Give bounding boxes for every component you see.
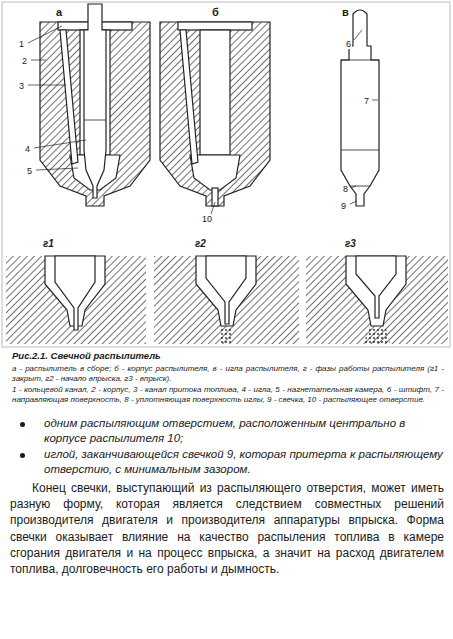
callout-number: 2 xyxy=(21,57,28,66)
callout-number: 10 xyxy=(201,215,213,224)
bullet-dot xyxy=(20,453,25,458)
phase-start xyxy=(154,256,299,344)
phase-closed xyxy=(6,256,146,344)
callout-number: 4 xyxy=(24,145,31,154)
nozzle-needle xyxy=(341,10,379,206)
bullet-dot xyxy=(20,422,25,427)
callout-number: 5 xyxy=(26,167,33,176)
callout-number: 8 xyxy=(342,185,349,194)
spacer xyxy=(10,406,444,416)
phase-label: г3 xyxy=(344,239,357,249)
view-letter: б xyxy=(211,7,220,18)
callout-number: 6 xyxy=(345,40,352,49)
caption-text: а - распылитель в сборе; б - корпус расп… xyxy=(12,364,444,385)
figure-frame xyxy=(2,2,450,347)
body-paragraph: Конец свечки, выступающий из распыляющег… xyxy=(10,480,444,578)
phase-label: г2 xyxy=(194,239,207,249)
nozzle-assembled xyxy=(40,4,150,206)
text-flow: Рис.2.1. Свечной распылитель а - распылит… xyxy=(10,350,444,578)
bullet-item: одним распыляющим отверстием, расположен… xyxy=(44,416,444,447)
bullet-item: иглой, заканчивающейся свечкой 9, котора… xyxy=(44,447,444,478)
figure-caption: Рис.2.1. Свечной распылитель xyxy=(12,350,444,361)
callout-number: 9 xyxy=(340,202,347,211)
leader-lines xyxy=(28,26,378,214)
callout-number: 7 xyxy=(363,97,370,106)
view-letter: в xyxy=(341,7,350,18)
view-letter: а xyxy=(55,7,63,18)
callout-number: 1 xyxy=(18,40,25,49)
phase-label: г1 xyxy=(42,239,55,249)
caption-text: 1 - кольцевой канал, 2 - корпус, 3 - кан… xyxy=(12,385,444,406)
callout-number: 3 xyxy=(18,82,25,91)
phase-injection xyxy=(306,256,448,344)
nozzle-body xyxy=(160,22,270,206)
nozzle-illustration xyxy=(0,0,453,350)
